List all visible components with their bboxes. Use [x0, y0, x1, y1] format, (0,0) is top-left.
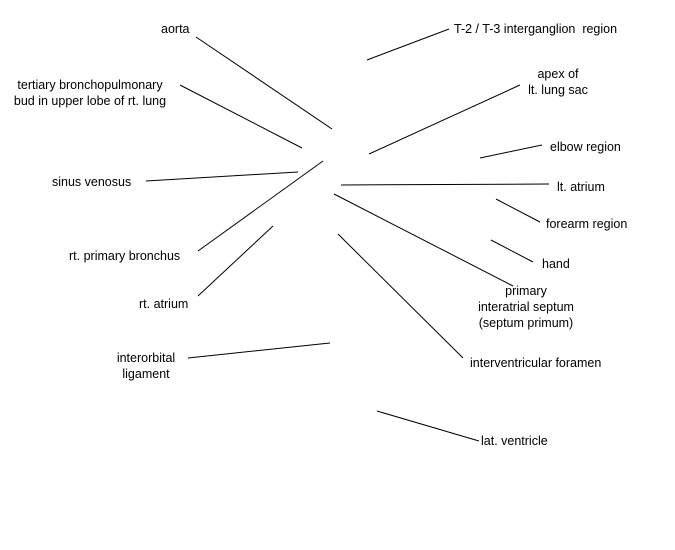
leader-line-interorbital-ligament — [187, 342, 331, 359]
label-forearm-region: forearm region — [546, 217, 628, 231]
leader-line-rt-atrium — [197, 225, 274, 297]
label-apex-of-lt-lung-sac: apex of lt. lung sac — [528, 67, 588, 97]
label-sinus-venosus: sinus venosus — [52, 175, 132, 189]
leader-line-apex-lt-lung-sac — [368, 84, 521, 155]
label-t2-t3-interganglion-region: T-2 / T-3 interganglion region — [454, 22, 618, 36]
leader-line-rt-primary-bronchus — [197, 160, 324, 252]
leader-line-lat-ventricle — [376, 410, 480, 442]
leader-line-t2-t3 — [366, 28, 450, 61]
label-elbow-region: elbow region — [550, 140, 621, 154]
leader-line-sinus-venosus — [145, 171, 299, 182]
label-interventricular-foramen: interventricular foramen — [470, 356, 602, 370]
leader-line-interventricular-foramen — [337, 233, 464, 359]
leader-line-tertiary-bud — [179, 84, 303, 149]
leader-line-elbow-region — [479, 144, 543, 159]
leader-line-primary-septum — [333, 193, 514, 287]
label-aorta: aorta — [161, 22, 190, 36]
label-hand: hand — [542, 257, 570, 271]
label-interorbital-ligament: interorbital ligament — [116, 351, 176, 381]
label-primary-interatrial-septum: primary interatrial septum (septum primu… — [478, 284, 574, 330]
label-lat-ventricle: lat. ventricle — [481, 434, 548, 448]
label-lt-atrium: lt. atrium — [557, 180, 605, 194]
leader-line-aorta — [195, 36, 333, 130]
leader-line-hand — [490, 239, 534, 263]
label-rt-atrium: rt. atrium — [139, 297, 189, 311]
label-tertiary-bronchopulmonary-bud: tertiary bronchopulmonary bud in upper l… — [13, 78, 167, 108]
leader-line-forearm-region — [495, 198, 541, 223]
leader-line-lt-atrium — [340, 183, 550, 186]
label-rt-primary-bronchus: rt. primary bronchus — [69, 249, 181, 263]
